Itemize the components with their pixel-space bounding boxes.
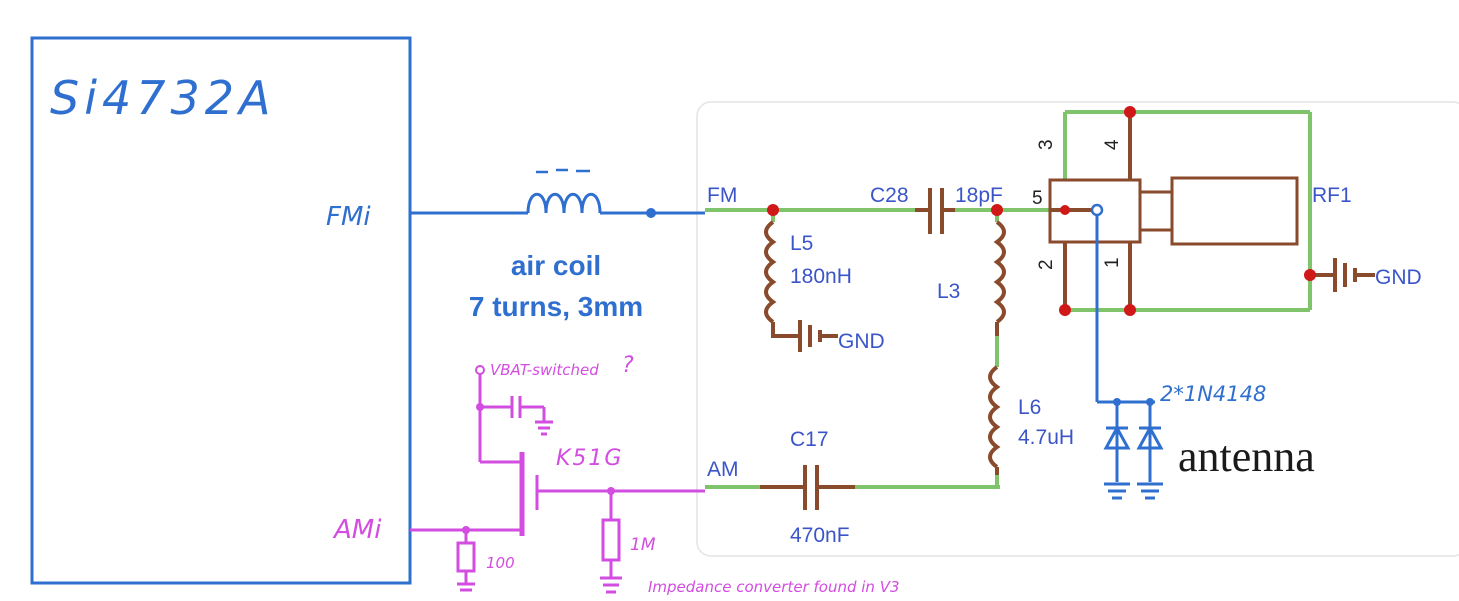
c28-value: 18pF bbox=[955, 184, 1003, 207]
diode-network bbox=[1095, 210, 1164, 500]
l5-ref: L5 bbox=[790, 232, 813, 255]
schematic-components bbox=[760, 112, 1375, 510]
schematic-panel bbox=[696, 101, 1459, 557]
vbat-mark: ? bbox=[622, 353, 634, 378]
air-coil-spec: 7 turns, 3mm bbox=[469, 291, 643, 322]
fm-net-label: FM bbox=[707, 184, 737, 207]
node-supply bbox=[476, 403, 484, 411]
am-net-label: AM bbox=[707, 458, 739, 481]
c17-value: 470nF bbox=[790, 524, 850, 547]
rf1-pin-3: 3 bbox=[1036, 139, 1057, 150]
r-drain-label: 1M bbox=[630, 535, 656, 555]
rf1-pin-1: 1 bbox=[1102, 257, 1123, 268]
air-coil-wire bbox=[410, 168, 705, 215]
l6-ref: L6 bbox=[1018, 396, 1041, 419]
l3-ref: L3 bbox=[937, 280, 960, 303]
diode-node-left bbox=[1113, 398, 1121, 406]
impedance-converter bbox=[410, 372, 705, 594]
am-pin-label: AMi bbox=[332, 515, 382, 545]
rf1-pin-4: 4 bbox=[1102, 139, 1123, 150]
vbat-label: VBAT-switched bbox=[490, 361, 599, 379]
impedance-note: Impedance converter found in V3 bbox=[648, 578, 900, 596]
air-coil-title: air coil bbox=[511, 250, 601, 281]
gnd-label-2: GND bbox=[1375, 266, 1422, 289]
antenna-label: antenna bbox=[1178, 432, 1315, 481]
diodes-label: 2*1N4148 bbox=[1160, 382, 1266, 406]
node-drain bbox=[607, 487, 615, 495]
air-coil-node bbox=[646, 208, 656, 218]
l6-value: 4.7uH bbox=[1018, 426, 1074, 449]
fet-label: K51G bbox=[556, 446, 623, 471]
chip-box bbox=[30, 36, 412, 585]
gnd-label-1: GND bbox=[838, 330, 885, 353]
c28-ref: C28 bbox=[870, 184, 909, 207]
rf1-ref: RF1 bbox=[1312, 184, 1352, 207]
rf1-pin-5: 5 bbox=[1032, 188, 1043, 209]
junction-nodes bbox=[767, 106, 1316, 316]
diode-top-node bbox=[1090, 203, 1104, 217]
c17-ref: C17 bbox=[790, 428, 829, 451]
r-gate-label: 100 bbox=[486, 554, 515, 572]
node-gate bbox=[462, 526, 470, 534]
l5-value: 180nH bbox=[790, 265, 852, 288]
rf1-pin-2: 2 bbox=[1036, 259, 1057, 270]
diode-node-right bbox=[1146, 398, 1154, 406]
chip-name: Si4732A bbox=[50, 71, 276, 125]
fm-pin-label: FMi bbox=[326, 202, 371, 232]
vbat-terminal bbox=[475, 365, 485, 375]
